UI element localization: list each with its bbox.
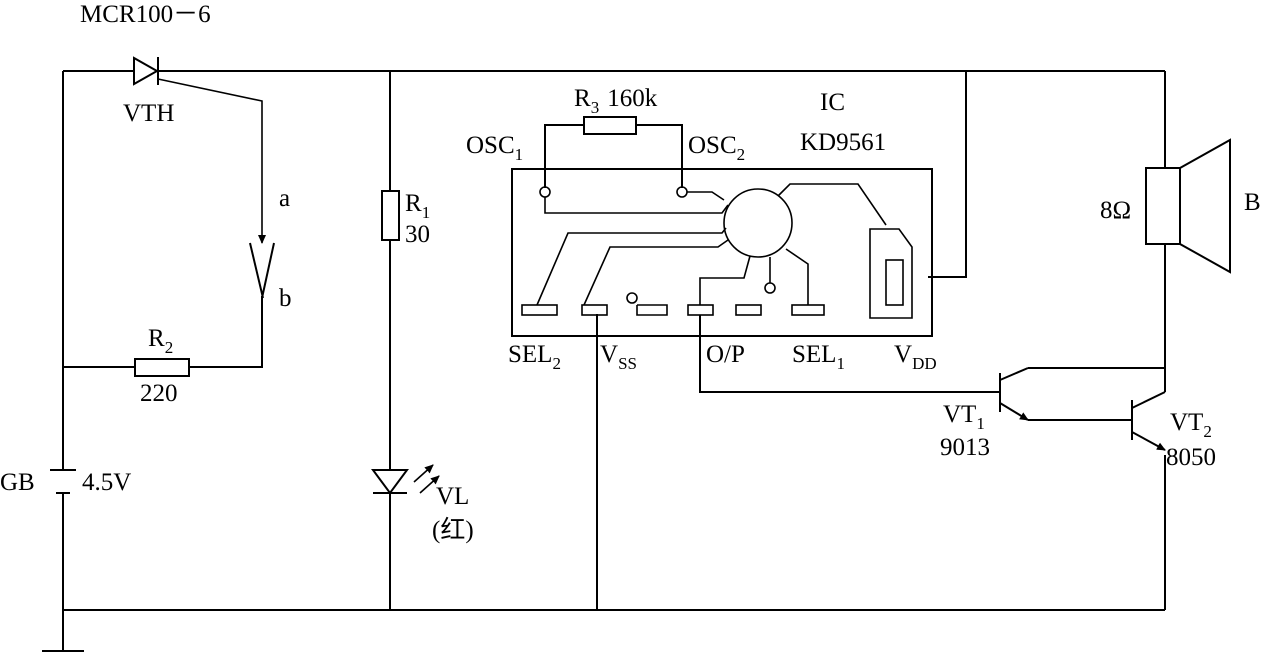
resistor-r2 <box>134 358 190 377</box>
transistor-vt1 <box>999 367 1165 421</box>
switch-contact-a-label: a <box>279 185 290 212</box>
osc1-label: OSC1 <box>466 132 523 164</box>
switch-contact-b-label: b <box>279 285 292 312</box>
osc2-label: OSC2 <box>688 132 745 164</box>
sel2-label: SEL2 <box>508 341 561 373</box>
vt1-label: VT1 <box>943 401 985 433</box>
ic-model-label: KD9561 <box>800 129 886 156</box>
resistor-r3 <box>583 116 637 135</box>
transistor-vt2 <box>1131 368 1166 451</box>
speaker-impedance-label: 8Ω <box>1100 197 1131 224</box>
battery-gb <box>50 469 76 494</box>
thyristor-vth <box>133 56 266 244</box>
ic-body <box>511 168 933 337</box>
vt2-label: VT2 <box>1170 409 1212 441</box>
battery-voltage-label: 4.5V <box>82 469 131 496</box>
speaker-name-label: B <box>1244 189 1261 216</box>
op-label: O/P <box>706 341 745 368</box>
reed-switch <box>249 242 275 299</box>
ic-internal-layout <box>521 183 913 319</box>
battery-name-label: GB <box>0 469 35 496</box>
op-output-wire <box>699 315 1000 393</box>
r2-label: R2 <box>148 325 173 357</box>
thyristor-name-label: VTH <box>123 100 174 127</box>
r1-value: 30 <box>405 221 430 248</box>
speaker-b <box>1145 138 1231 274</box>
vdd-label: VDD <box>894 341 937 373</box>
resistor-r1 <box>381 190 400 241</box>
r1-label: R1 <box>405 190 430 222</box>
sel1-label: SEL1 <box>792 341 845 373</box>
thyristor-model-label: MCR100－6 <box>80 1 211 28</box>
r2-value: 220 <box>140 380 178 407</box>
vss-label: VSS <box>600 341 637 373</box>
wiring <box>62 70 1166 650</box>
led-vl <box>371 464 440 495</box>
led-color-label: (红) <box>432 516 474 544</box>
vt1-model: 9013 <box>940 434 990 461</box>
ic-name-label: IC <box>820 89 845 116</box>
vt2-model: 8050 <box>1166 444 1216 471</box>
led-name-label: VL <box>436 483 469 510</box>
